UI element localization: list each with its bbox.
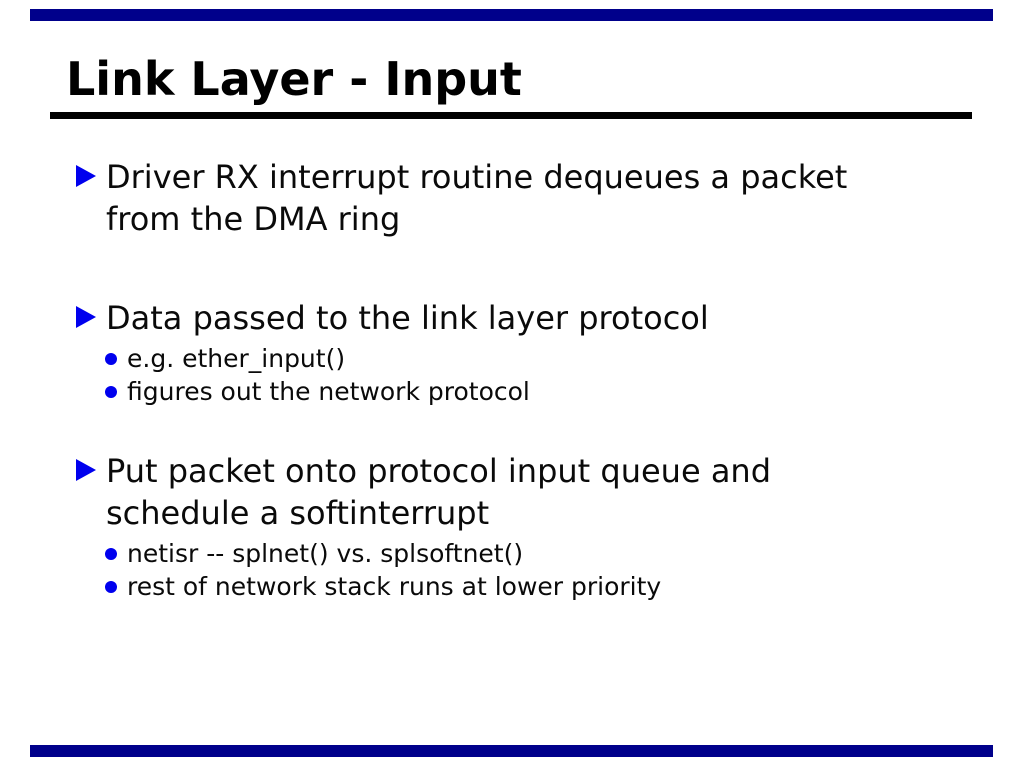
bullet-line: Put packet onto protocol input queue and [106, 452, 772, 490]
triangle-bullet-icon [76, 459, 96, 481]
bullet-line: Driver RX interrupt routine dequeues a p… [106, 158, 848, 196]
bullet-line: from the DMA ring [106, 200, 401, 238]
bullet-item: Put packet onto protocol input queue and… [76, 450, 976, 603]
title-underline-rule [50, 112, 972, 119]
bullet-text: Put packet onto protocol input queue and… [106, 450, 771, 534]
sub-bullet-text: figures out the network protocol [127, 377, 530, 406]
bullet-main: Put packet onto protocol input queue and… [76, 450, 976, 534]
bullet-item: Data passed to the link layer protocol e… [76, 297, 976, 408]
slide-body: Driver RX interrupt routine dequeues a p… [76, 156, 976, 603]
sub-bullet-text: e.g. ether_input() [127, 344, 346, 373]
dot-bullet-icon [105, 353, 117, 365]
bullet-text: Driver RX interrupt routine dequeues a p… [106, 156, 847, 240]
sub-bullet-text: rest of network stack runs at lower prio… [127, 572, 662, 601]
bullet-main: Data passed to the link layer protocol [76, 297, 976, 339]
bullet-item: Driver RX interrupt routine dequeues a p… [76, 156, 976, 240]
sub-bullet-list: e.g. ether_input() figures out the netwo… [105, 342, 976, 408]
triangle-bullet-icon [76, 165, 96, 187]
dot-bullet-icon [105, 581, 117, 593]
dot-bullet-icon [105, 386, 117, 398]
sub-bullet-item: netisr -- splnet() vs. splsoftnet() [105, 537, 976, 570]
bottom-decoration-bar [30, 745, 993, 757]
bullet-line: Data passed to the link layer protocol [106, 299, 709, 337]
sub-bullet-text: netisr -- splnet() vs. splsoftnet() [127, 539, 524, 568]
sub-bullet-list: netisr -- splnet() vs. splsoftnet() rest… [105, 537, 976, 603]
dot-bullet-icon [105, 548, 117, 560]
sub-bullet-item: figures out the network protocol [105, 375, 976, 408]
bullet-line: schedule a softinterrupt [106, 494, 490, 532]
bullet-text: Data passed to the link layer protocol [106, 297, 709, 339]
sub-bullet-item: rest of network stack runs at lower prio… [105, 570, 976, 603]
sub-bullet-item: e.g. ether_input() [105, 342, 976, 375]
bullet-main: Driver RX interrupt routine dequeues a p… [76, 156, 976, 240]
top-decoration-bar [30, 9, 993, 21]
triangle-bullet-icon [76, 306, 96, 328]
slide-title: Link Layer - Input [66, 52, 522, 106]
